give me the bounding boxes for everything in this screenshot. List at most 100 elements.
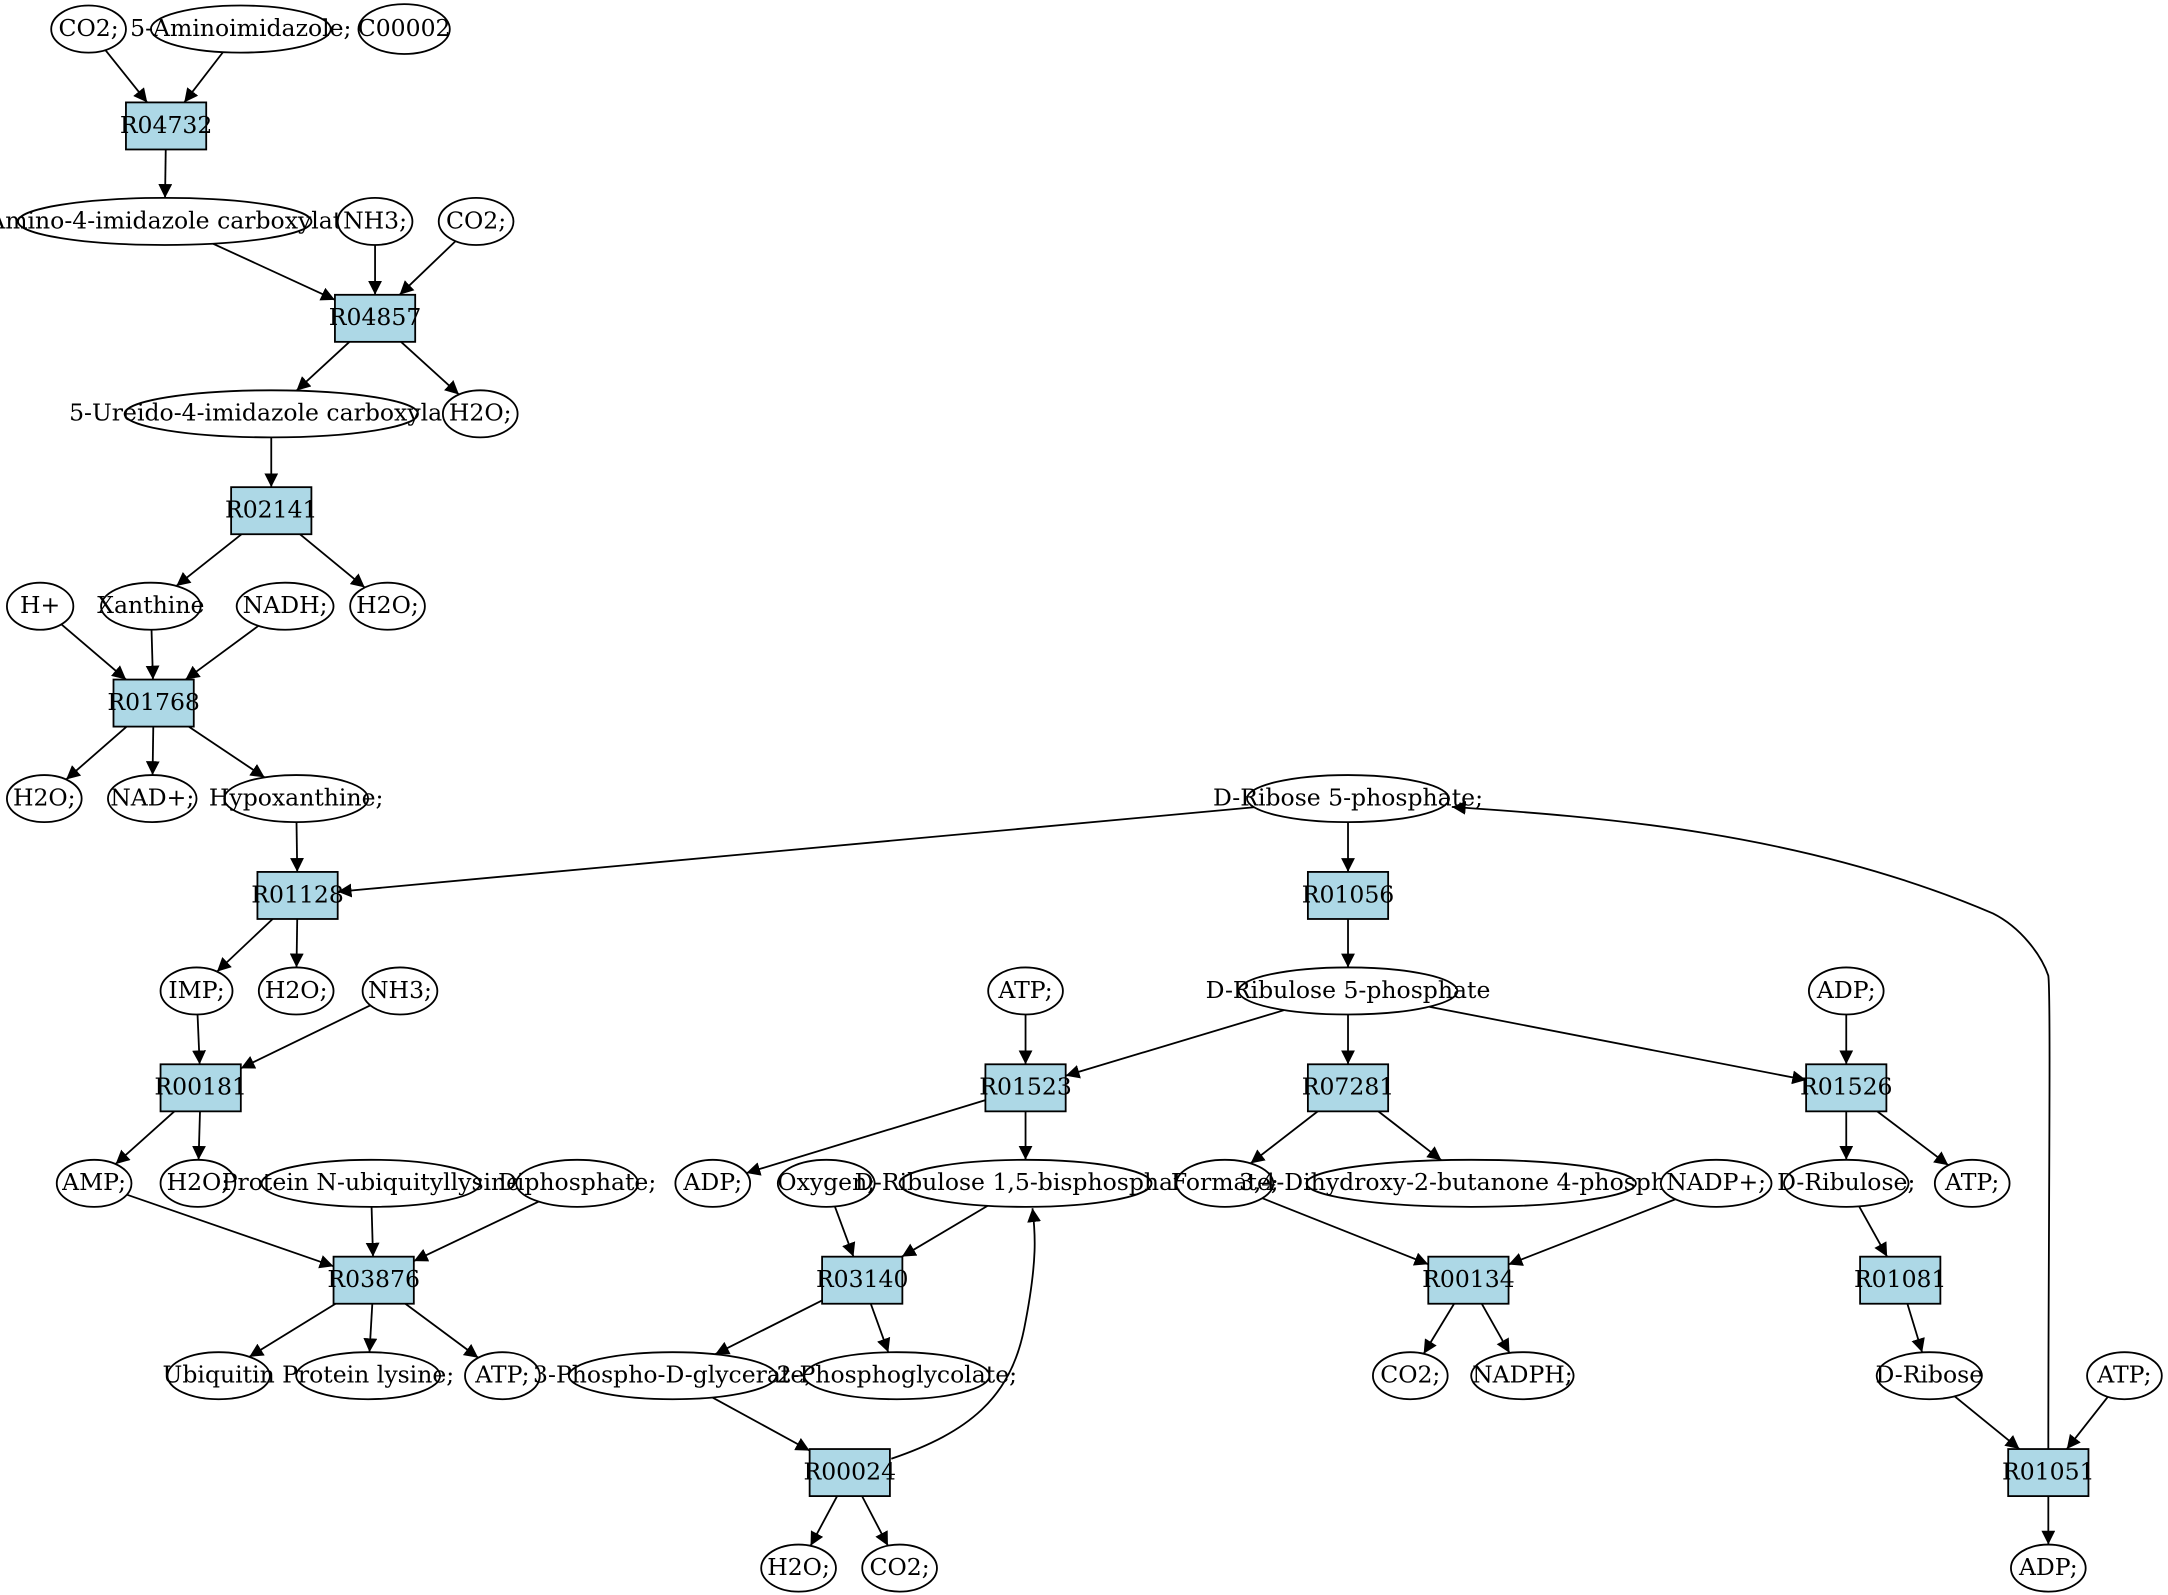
compound-node-xanthine[interactable]: Xanthine <box>97 581 204 631</box>
compound-node-adp_c[interactable]: ADP; <box>2010 1543 2087 1593</box>
compound-node-nh3_b[interactable]: NH3; <box>361 966 439 1016</box>
compound-node-atp_d[interactable]: ATP; <box>2086 1351 2163 1401</box>
compound-node-amp[interactable]: AMP; <box>55 1158 133 1208</box>
compound-node-atp_c[interactable]: ATP; <box>464 1351 541 1401</box>
reaction-node-R04732[interactable]: R04732 <box>120 101 213 151</box>
compound-node-h2o_b[interactable]: H2O; <box>349 581 426 631</box>
compound-label: 3-Phospho-D-glycerate; <box>533 1361 812 1389</box>
compound-node-aminoimid[interactable]: 5-Aminoimidazole; <box>130 4 351 54</box>
compound-ellipse <box>567 1351 778 1401</box>
reaction-box <box>1306 1063 1390 1113</box>
reaction-node-R01526[interactable]: R01526 <box>1800 1063 1893 1113</box>
compound-ellipse <box>166 1351 271 1401</box>
compound-label: 5-Amino-4-imidazole carboxylate; <box>0 206 364 234</box>
compound-ellipse <box>260 1158 482 1208</box>
compound-ellipse <box>100 581 202 631</box>
reaction-label: R04732 <box>120 111 213 139</box>
compound-ellipse <box>336 197 414 246</box>
compound-node-atp_b[interactable]: ATP; <box>1933 1158 2011 1208</box>
compound-node-nadpplus[interactable]: NADP+; <box>1659 1158 1773 1208</box>
compound-ellipse <box>235 581 335 631</box>
edge-R00181-to-h2o_e <box>192 1111 206 1160</box>
compound-node-co2_a[interactable]: CO2; <box>50 4 127 54</box>
compound-node-dipho[interactable]: Diphosphate; <box>498 1158 656 1208</box>
compound-node-h2o_e[interactable]: H2O; <box>159 1158 237 1208</box>
reaction-node-R04857[interactable]: R04857 <box>329 293 422 343</box>
compound-node-dribose[interactable]: D-Ribose <box>1875 1351 1983 1401</box>
edge-ru5p-to-R01526 <box>1428 1005 1807 1085</box>
compound-node-ru5p[interactable]: D-Ribulose 5-phosphate <box>1206 966 1491 1016</box>
compound-node-co2_b[interactable]: CO2; <box>437 197 515 246</box>
compound-node-formate[interactable]: Formate; <box>1171 1158 1279 1208</box>
compound-node-prot_lys[interactable]: Protein lysine; <box>282 1351 454 1401</box>
compound-node-ubiquitin[interactable]: Ubiquitin <box>163 1351 275 1401</box>
compound-label: ADP; <box>1816 976 1876 1004</box>
compound-ellipse <box>17 197 313 246</box>
compound-label: Formate; <box>1171 1168 1279 1196</box>
reaction-box <box>1427 1255 1510 1305</box>
compound-node-rubp[interactable]: D-Ribulose 1,5-bisphosphate <box>855 1158 1197 1208</box>
edge-R03140-to-pga <box>714 1299 823 1356</box>
compound-node-ribulose[interactable]: D-Ribulose; <box>1777 1158 1915 1208</box>
compound-node-atp_a[interactable]: ATP; <box>987 966 1064 1016</box>
compound-label: Hypoxanthine; <box>209 783 384 811</box>
compound-label: IMP; <box>168 976 224 1004</box>
compound-ellipse <box>357 3 451 55</box>
reaction-node-R01081[interactable]: R01081 <box>1854 1255 1947 1305</box>
compound-ellipse <box>1659 1158 1773 1208</box>
edge-R04732-to-amino_carbox <box>158 149 173 198</box>
compound-node-h2o_f[interactable]: H2O; <box>760 1543 837 1593</box>
compound-node-h2o_c[interactable]: H2O; <box>6 774 83 823</box>
compound-node-nadph[interactable]: NADPH; <box>1470 1351 1575 1401</box>
compound-node-nadh[interactable]: NADH; <box>235 581 335 631</box>
compound-node-amino_carbox[interactable]: 5-Amino-4-imidazole carboxylate; <box>0 197 364 246</box>
reaction-node-R00134[interactable]: R00134 <box>1422 1255 1515 1305</box>
compound-node-pgcolate[interactable]: 2-Phosphoglycolate; <box>777 1351 1017 1401</box>
compound-node-nadplus[interactable]: NAD+; <box>107 774 198 823</box>
reaction-node-R01768[interactable]: R01768 <box>107 678 200 728</box>
compound-node-hypox[interactable]: Hypoxanthine; <box>209 774 384 823</box>
compound-label: H2O; <box>356 591 419 619</box>
compound-ellipse <box>159 1158 237 1208</box>
edge-R00181-to-amp <box>114 1110 176 1165</box>
compound-node-imp[interactable]: IMP; <box>159 966 234 1016</box>
compound-label: Protein lysine; <box>282 1361 454 1389</box>
reaction-label: R00181 <box>154 1073 247 1101</box>
compound-node-pga[interactable]: 3-Phospho-D-glycerate; <box>533 1351 812 1401</box>
reaction-node-R03140[interactable]: R03140 <box>816 1255 909 1305</box>
compound-node-hplus[interactable]: H+ <box>6 581 75 631</box>
reaction-node-R02141[interactable]: R02141 <box>225 486 318 536</box>
compound-node-dhbp[interactable]: 3,4-Dihydroxy-2-butanone 4-phosphate <box>1239 1158 1703 1208</box>
compound-node-h2o_a[interactable]: H2O; <box>441 389 519 439</box>
compound-node-nh3_a[interactable]: NH3; <box>336 197 414 246</box>
compound-node-adp_a[interactable]: ADP; <box>1807 966 1885 1016</box>
reaction-node-R00024[interactable]: R00024 <box>804 1448 897 1498</box>
edge-formate-to-R00134 <box>1261 1197 1429 1266</box>
compound-node-prot_ub[interactable]: Protein N-ubiquityllysine <box>222 1158 520 1208</box>
reaction-box <box>808 1448 891 1498</box>
compound-node-h2o_d[interactable]: H2O; <box>257 966 335 1016</box>
compound-node-adp_b[interactable]: ADP; <box>674 1158 752 1208</box>
reaction-node-R01128[interactable]: R01128 <box>251 871 344 920</box>
reaction-node-R00181[interactable]: R00181 <box>154 1063 247 1113</box>
reaction-node-R07281[interactable]: R07281 <box>1302 1063 1395 1113</box>
edge-nh3_b-to-R00181 <box>240 1004 371 1070</box>
compound-ellipse <box>349 581 426 631</box>
compound-label: D-Ribose <box>1875 1361 1983 1389</box>
reaction-label: R02141 <box>225 496 318 524</box>
compound-node-co2_d[interactable]: CO2; <box>861 1543 938 1593</box>
compound-node-ureido[interactable]: 5-Ureido-4-imidazole carboxylate; <box>69 389 473 439</box>
compound-node-r5p[interactable]: D-Ribose 5-phosphate; <box>1213 774 1483 823</box>
edge-amp-to-R03876 <box>126 1193 334 1269</box>
reaction-label: R01128 <box>251 880 344 908</box>
compound-node-oxygen[interactable]: Oxygen; <box>776 1158 876 1208</box>
edge-R03876-to-prot_lys <box>363 1303 378 1353</box>
reaction-node-R01051[interactable]: R01051 <box>2002 1448 2095 1498</box>
reaction-node-R03876[interactable]: R03876 <box>327 1255 420 1305</box>
compound-node-c00002[interactable]: C00002 <box>357 3 451 55</box>
edge-R00024-to-h2o_f <box>809 1495 838 1547</box>
compound-label: NADH; <box>243 591 328 619</box>
reaction-node-R01056[interactable]: R01056 <box>1302 871 1395 920</box>
compound-node-co2_c[interactable]: CO2; <box>1372 1351 1449 1401</box>
reaction-node-R01523[interactable]: R01523 <box>979 1063 1072 1113</box>
